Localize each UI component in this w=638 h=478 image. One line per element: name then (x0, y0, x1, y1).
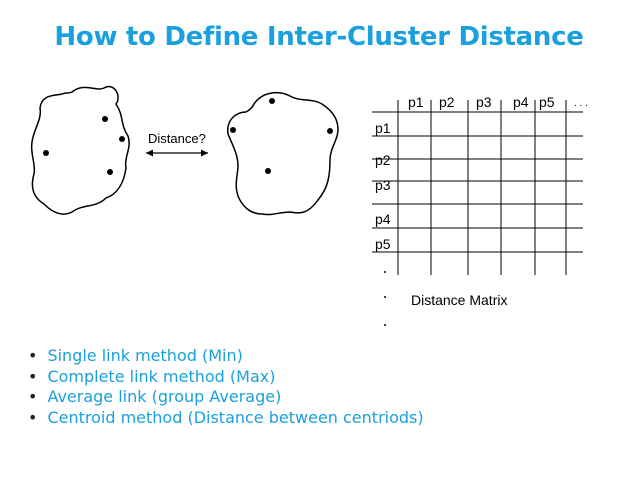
list-item: Single link method (Min) (28, 346, 424, 367)
right-point (265, 168, 271, 174)
double-arrow (146, 149, 208, 157)
matrix-column-header: p1 (408, 94, 424, 110)
matrix-row-header: p3 (375, 177, 391, 193)
page-title: How to Define Inter-Cluster Distance (54, 22, 584, 52)
list-item: Complete link method (Max) (28, 367, 424, 388)
method-list: Single link method (Min) Complete link m… (28, 346, 424, 429)
continuation-dot (384, 324, 386, 326)
list-item: Centroid method (Distance between centri… (28, 408, 423, 429)
left-point (102, 116, 108, 122)
left-point (119, 136, 125, 142)
matrix-label: Distance Matrix (411, 292, 507, 308)
continuation-dot (384, 271, 386, 273)
matrix-column-header: p5 (539, 94, 555, 110)
distance-label: Distance? (148, 131, 206, 146)
right-point (269, 98, 275, 104)
matrix-column-header: p3 (476, 94, 492, 110)
matrix-row-header: p1 (375, 120, 391, 136)
right-point (327, 128, 333, 134)
list-item: Average link (group Average) (28, 387, 424, 408)
matrix-column-header: p2 (439, 94, 455, 110)
right-point (230, 127, 236, 133)
matrix-grid (372, 100, 583, 275)
matrix-row-header: p5 (375, 236, 391, 252)
matrix-column-header: p4 (513, 94, 529, 110)
left-point (43, 150, 49, 156)
matrix-row-header: p2 (375, 152, 391, 168)
left-point (107, 169, 113, 175)
matrix-column-header: . . . (574, 98, 588, 109)
continuation-dot (384, 296, 386, 298)
right-cluster-outline (227, 91, 339, 216)
left-cluster-outline (30, 85, 130, 215)
matrix-row-header: p4 (375, 211, 391, 227)
